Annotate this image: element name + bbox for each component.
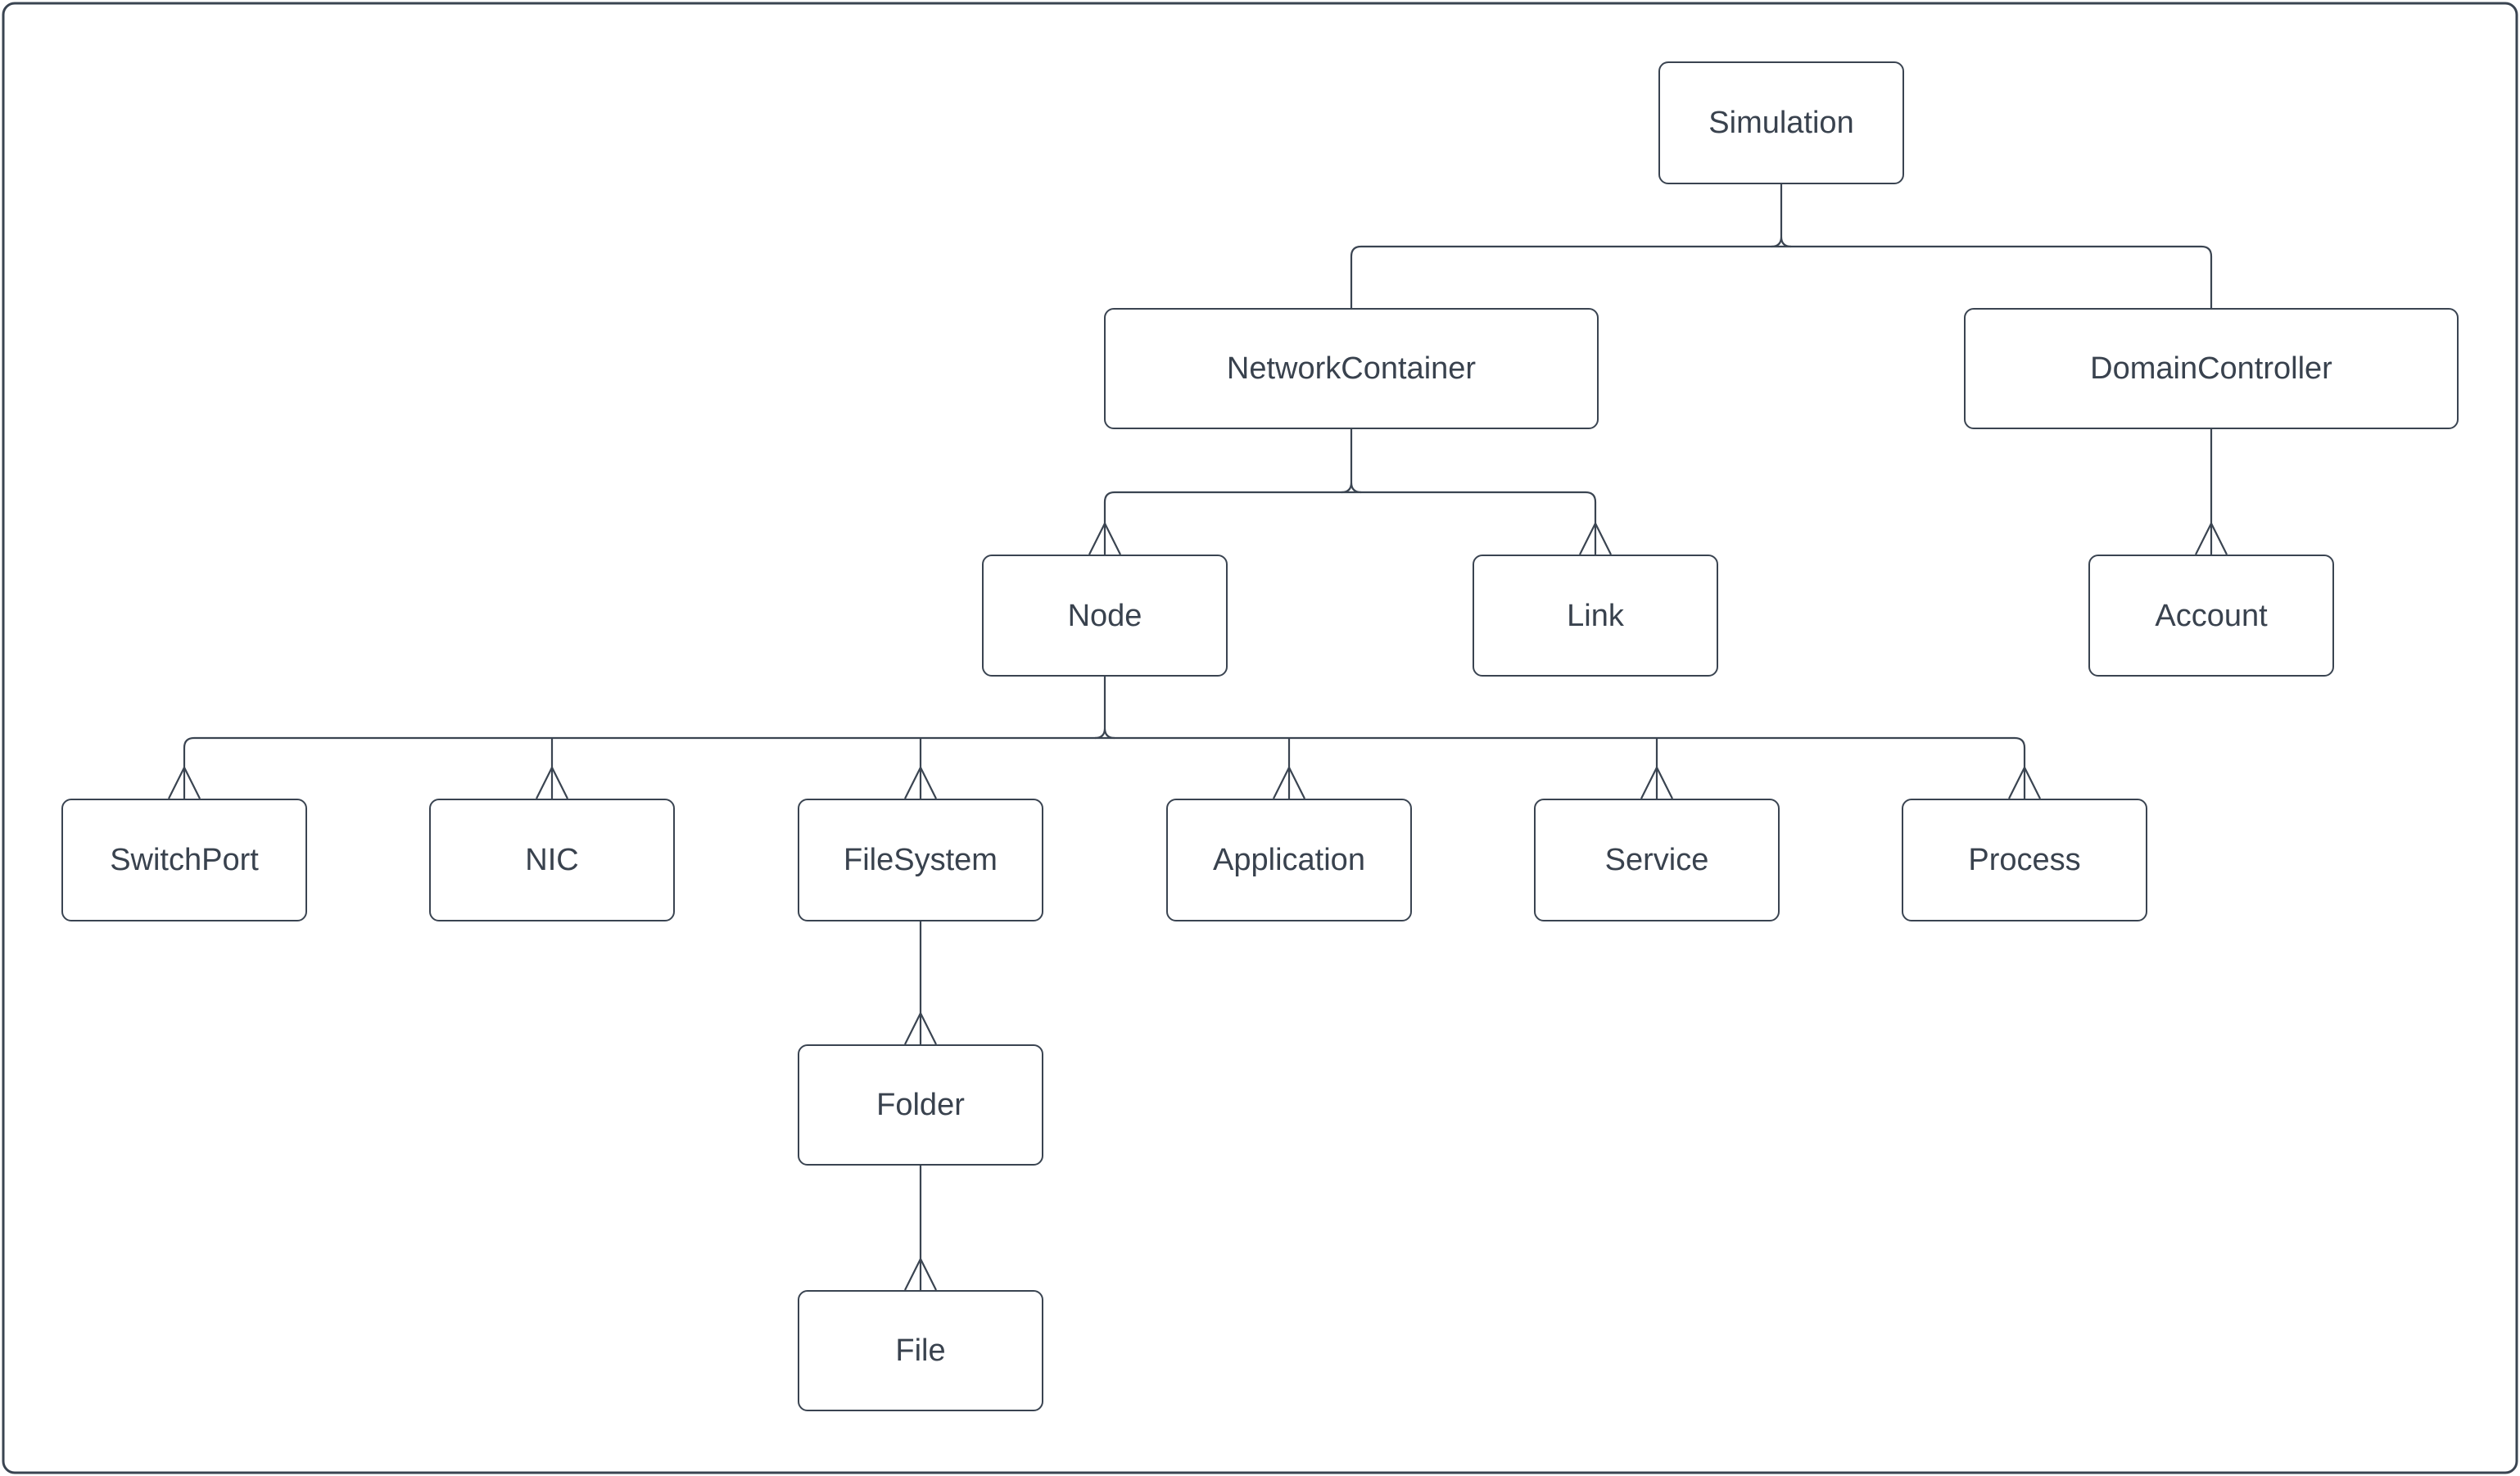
node-label: File (895, 1333, 946, 1368)
rail-network-container (1103, 491, 1597, 503)
node-application: Application (1166, 799, 1412, 921)
edge-stem-fillet-network-container (1341, 482, 1362, 494)
node-link: Link (1473, 555, 1718, 677)
rail-node (183, 736, 2026, 749)
node-simulation: Simulation (1658, 61, 1904, 184)
edge-stem-fillet-node (1094, 727, 1115, 740)
node-file-system: FileSystem (798, 799, 1043, 921)
node-label: Folder (876, 1088, 965, 1122)
node-node: Node (982, 555, 1228, 677)
node-label: Application (1213, 843, 1365, 877)
open-arrowhead-process (2008, 765, 2041, 799)
node-label: DomainController (2090, 351, 2332, 386)
node-label: NetworkContainer (1226, 351, 1477, 386)
open-arrowhead-application (1273, 765, 1305, 799)
open-arrowhead-node (1088, 521, 1121, 555)
node-domain-controller: DomainController (1964, 308, 2459, 429)
node-label: Simulation (1708, 106, 1854, 140)
rail-simulation (1350, 245, 2213, 257)
node-folder: Folder (798, 1044, 1043, 1166)
open-arrowhead-file (904, 1256, 937, 1291)
node-file: File (798, 1290, 1043, 1411)
open-arrowhead-link (1579, 521, 1612, 555)
node-label: Service (1604, 843, 1709, 877)
node-account: Account (2088, 555, 2334, 677)
open-arrowhead-account (2195, 521, 2228, 555)
open-arrowhead-service (1640, 765, 1673, 799)
node-switch-port: SwitchPort (61, 799, 307, 921)
open-arrowhead-file-system (904, 765, 937, 799)
node-label: SwitchPort (110, 843, 259, 877)
node-label: Process (1968, 843, 2081, 877)
open-arrowhead-switch-port (168, 765, 201, 799)
node-process: Process (1902, 799, 2147, 921)
edge-stem-fillet-simulation (1771, 236, 1792, 248)
node-label: Node (1067, 598, 1142, 633)
node-nic: NIC (429, 799, 675, 921)
node-label: NIC (525, 843, 579, 877)
open-arrowhead-folder (904, 1011, 937, 1045)
node-label: FileSystem (844, 843, 998, 877)
node-network-container: NetworkContainer (1104, 308, 1599, 429)
node-label: Account (2155, 598, 2268, 633)
node-label: Link (1567, 598, 1624, 633)
open-arrowhead-nic (536, 765, 568, 799)
node-service: Service (1534, 799, 1780, 921)
